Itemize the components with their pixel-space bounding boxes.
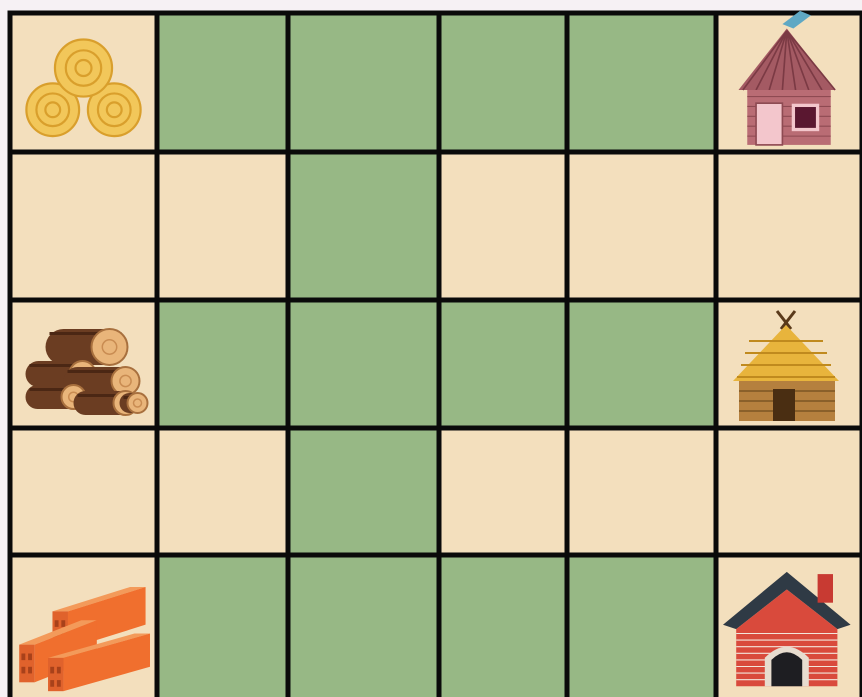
grid-line-vertical (155, 11, 160, 697)
grid-line-horizontal (8, 426, 862, 431)
cell-r3-c4-grass[interactable] (439, 300, 567, 428)
cell-r2-c6-path[interactable] (716, 152, 862, 300)
cell-r5-c4-grass[interactable] (439, 555, 567, 697)
grid-line-horizontal (8, 553, 862, 558)
cell-r4-c1-path[interactable] (10, 428, 157, 555)
grid-line-vertical (8, 11, 13, 697)
cell-r2-c1-path[interactable] (10, 152, 157, 300)
cell-r4-c5-path[interactable] (567, 428, 716, 555)
grid-line-horizontal (8, 150, 862, 155)
cell-r2-c4-path[interactable] (439, 152, 567, 300)
cell-r2-c3-grass[interactable] (288, 152, 439, 300)
cell-r3-c5-grass[interactable] (567, 300, 716, 428)
cell-r5-c5-grass[interactable] (567, 555, 716, 697)
cell-r4-c6-path[interactable] (716, 428, 862, 555)
cell-r1-c2-grass[interactable] (157, 13, 288, 152)
grid-line-horizontal (8, 11, 862, 16)
cell-r2-c2-path[interactable] (157, 152, 288, 300)
cell-r5-c3-grass[interactable] (288, 555, 439, 697)
cell-r4-c4-path[interactable] (439, 428, 567, 555)
grid-line-vertical (437, 11, 442, 697)
cell-r5-c2-grass[interactable] (157, 555, 288, 697)
grid-line-vertical (565, 11, 570, 697)
grid-line-vertical (286, 11, 291, 697)
cell-r4-c3-grass[interactable] (288, 428, 439, 555)
cell-r2-c5-path[interactable] (567, 152, 716, 300)
cell-r4-c2-path[interactable] (157, 428, 288, 555)
cell-r1-c4-grass[interactable] (439, 13, 567, 152)
cell-r1-c3-grass[interactable] (288, 13, 439, 152)
cell-r3-c2-grass[interactable] (157, 300, 288, 428)
grid-line-vertical (714, 11, 719, 697)
cell-r3-c3-grass[interactable] (288, 300, 439, 428)
grid-line-horizontal (8, 298, 862, 303)
cell-r1-c5-grass[interactable] (567, 13, 716, 152)
